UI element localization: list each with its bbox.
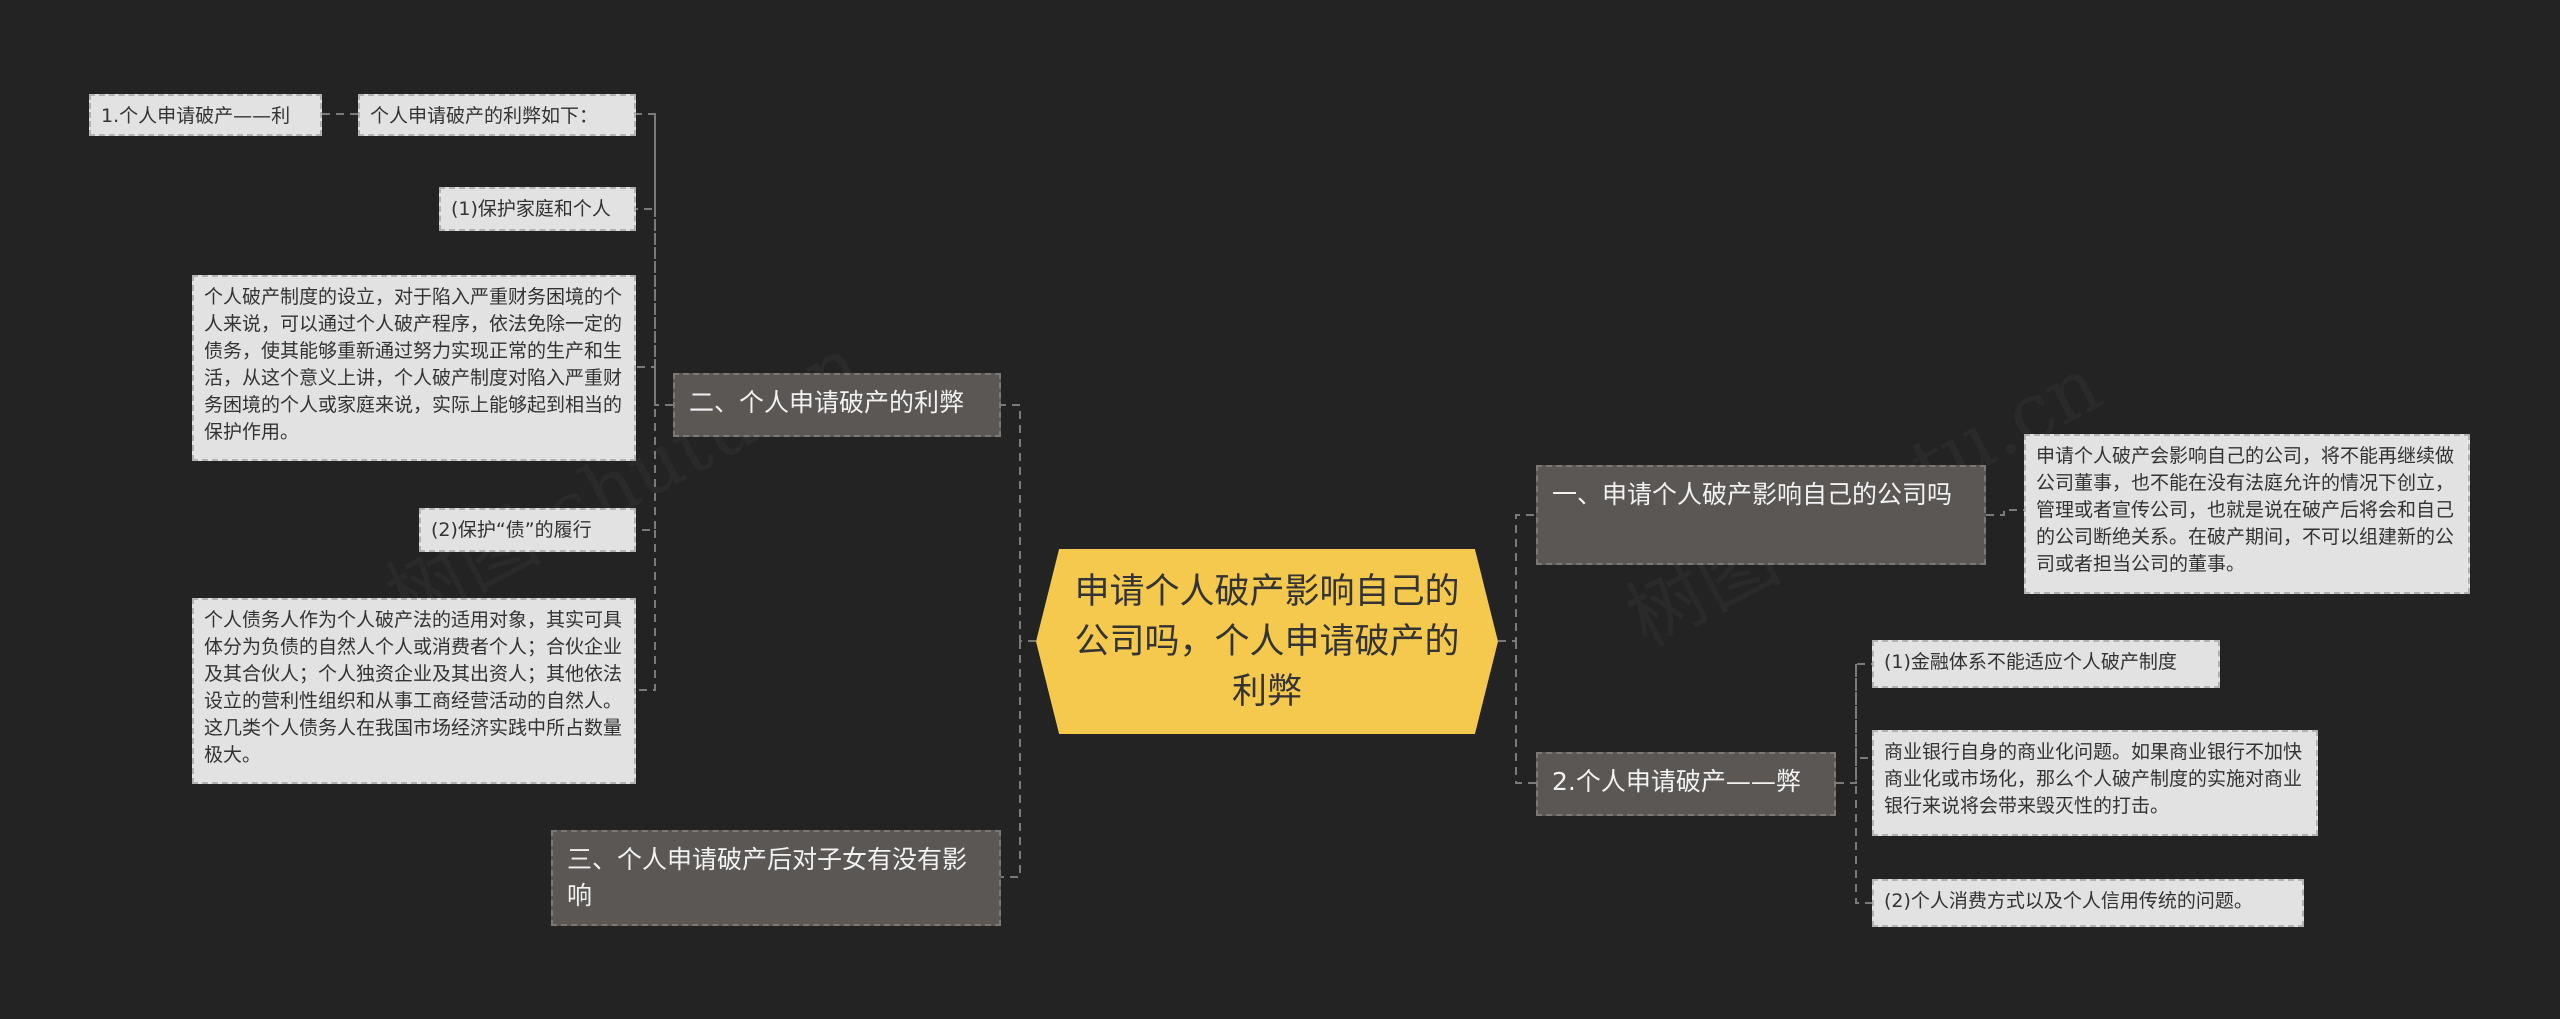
leaf-protect-debt[interactable]: (2)保护“债”的履行: [419, 508, 636, 552]
branch-cons[interactable]: 2.个人申请破产——弊: [1536, 752, 1836, 816]
branch-company-impact[interactable]: 一、申请个人破产影响自己的公司吗: [1536, 465, 1986, 565]
leaf-credit[interactable]: (2)个人消费方式以及个人信用传统的问题。: [1872, 879, 2304, 927]
leaf-protect-family-text-label: 个人破产制度的设立，对于陷入严重财务困境的个人来说，可以通过个人破产程序，依法免…: [204, 286, 623, 443]
leaf-company-impact-text[interactable]: 申请个人破产会影响自己的公司，将不能再继续做公司董事，也不能在没有法庭允许的情况…: [2024, 434, 2470, 594]
root-topic-label: 申请个人破产影响自己的公司吗，个人申请破产的利弊: [1074, 571, 1460, 712]
root-topic[interactable]: 申请个人破产影响自己的公司吗，个人申请破产的利弊: [1036, 549, 1498, 734]
leaf-protect-family-label: (1)保护家庭和个人: [451, 198, 611, 220]
leaf-company-impact-text-label: 申请个人破产会影响自己的公司，将不能再继续做公司董事，也不能在没有法庭允许的情况…: [2036, 445, 2455, 575]
leaf-finance-label: (1)金融体系不能适应个人破产制度: [1884, 651, 2177, 673]
leaf-finance-text-label: 商业银行自身的商业化问题。如果商业银行不加快商业化或市场化，那么个人破产制度的实…: [1884, 741, 2303, 817]
leaf-pro-tag[interactable]: 1.个人申请破产——利: [89, 94, 322, 136]
leaf-finance-text[interactable]: 商业银行自身的商业化问题。如果商业银行不加快商业化或市场化，那么个人破产制度的实…: [1872, 730, 2318, 836]
branch-company-impact-label: 一、申请个人破产影响自己的公司吗: [1552, 480, 1953, 509]
branch-cons-label: 2.个人申请破产——弊: [1552, 767, 1801, 796]
leaf-protect-debt-text-label: 个人债务人作为个人破产法的适用对象，其实可具体分为负债的自然人个人或消费者个人；…: [204, 609, 623, 766]
branch-pros-cons[interactable]: 二、个人申请破产的利弊: [673, 373, 1001, 437]
leaf-protect-debt-label: (2)保护“债”的履行: [431, 519, 592, 541]
leaf-intro-label: 个人申请破产的利弊如下：: [370, 105, 599, 127]
leaf-pro-tag-label: 1.个人申请破产——利: [101, 105, 291, 127]
leaf-credit-label: (2)个人消费方式以及个人信用传统的问题。: [1884, 890, 2253, 912]
leaf-intro[interactable]: 个人申请破产的利弊如下：: [358, 94, 636, 136]
branch-children-impact-label: 三、个人申请破产后对子女有没有影响: [567, 845, 968, 910]
leaf-protect-family[interactable]: (1)保护家庭和个人: [439, 187, 636, 231]
leaf-protect-debt-text[interactable]: 个人债务人作为个人破产法的适用对象，其实可具体分为负债的自然人个人或消费者个人；…: [192, 598, 636, 784]
leaf-finance[interactable]: (1)金融体系不能适应个人破产制度: [1872, 640, 2220, 688]
leaf-protect-family-text[interactable]: 个人破产制度的设立，对于陷入严重财务困境的个人来说，可以通过个人破产程序，依法免…: [192, 275, 636, 461]
branch-children-impact[interactable]: 三、个人申请破产后对子女有没有影响: [551, 830, 1001, 926]
branch-pros-cons-label: 二、个人申请破产的利弊: [689, 388, 965, 417]
